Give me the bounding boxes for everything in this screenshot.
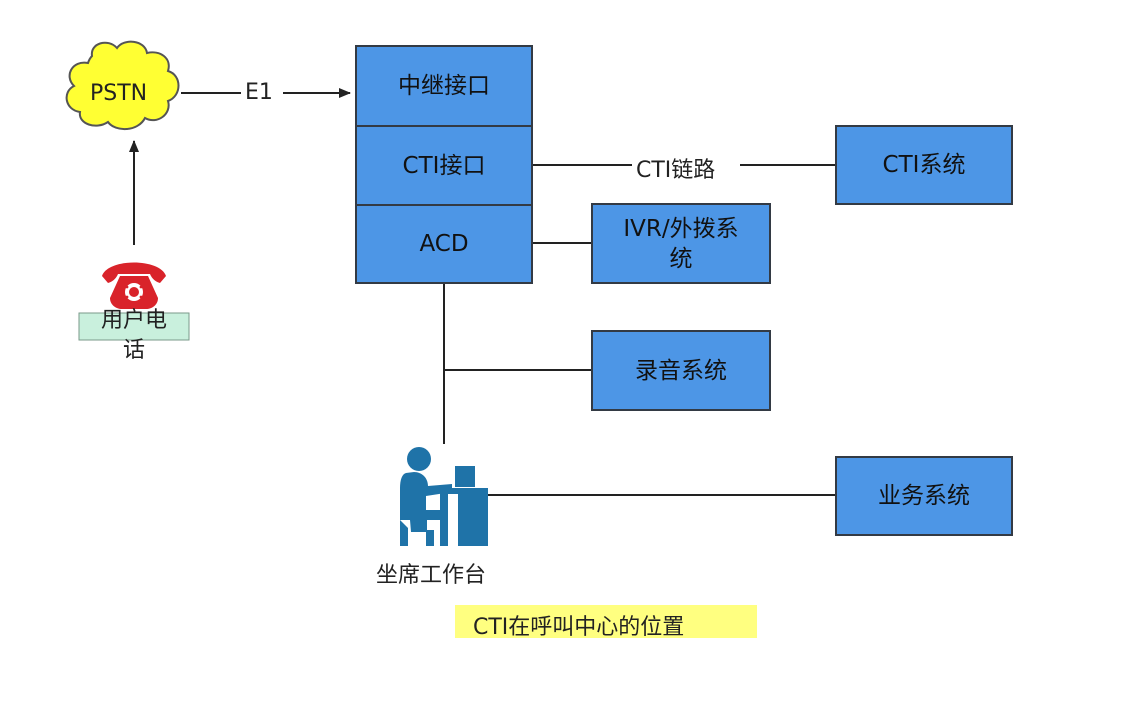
acd-box: ACD bbox=[355, 204, 533, 284]
e1-label: E1 bbox=[245, 80, 273, 105]
trunk-interface-box: 中继接口 bbox=[355, 45, 533, 127]
user-phone-label: 用户电话 bbox=[100, 308, 167, 363]
business-system-box: 业务系统 bbox=[835, 456, 1013, 536]
cti-link-label: CTI链路 bbox=[636, 158, 716, 183]
telephone-icon bbox=[102, 262, 166, 309]
agent-workstation-icon bbox=[400, 447, 488, 546]
cti-system-box: CTI系统 bbox=[835, 125, 1013, 205]
cloud-icon bbox=[65, 40, 180, 130]
recording-system-box: 录音系统 bbox=[591, 330, 771, 411]
diagram-caption: CTI在呼叫中心的位置 bbox=[473, 615, 685, 640]
user-phone-label-bg bbox=[78, 312, 190, 341]
ivr-system-box: IVR/外拨系统 bbox=[591, 203, 771, 284]
cti-interface-box: CTI接口 bbox=[355, 125, 533, 206]
agent-workstation-label: 坐席工作台 bbox=[376, 563, 487, 588]
pstn-label: PSTN bbox=[90, 81, 148, 106]
caption-highlight bbox=[455, 605, 757, 638]
